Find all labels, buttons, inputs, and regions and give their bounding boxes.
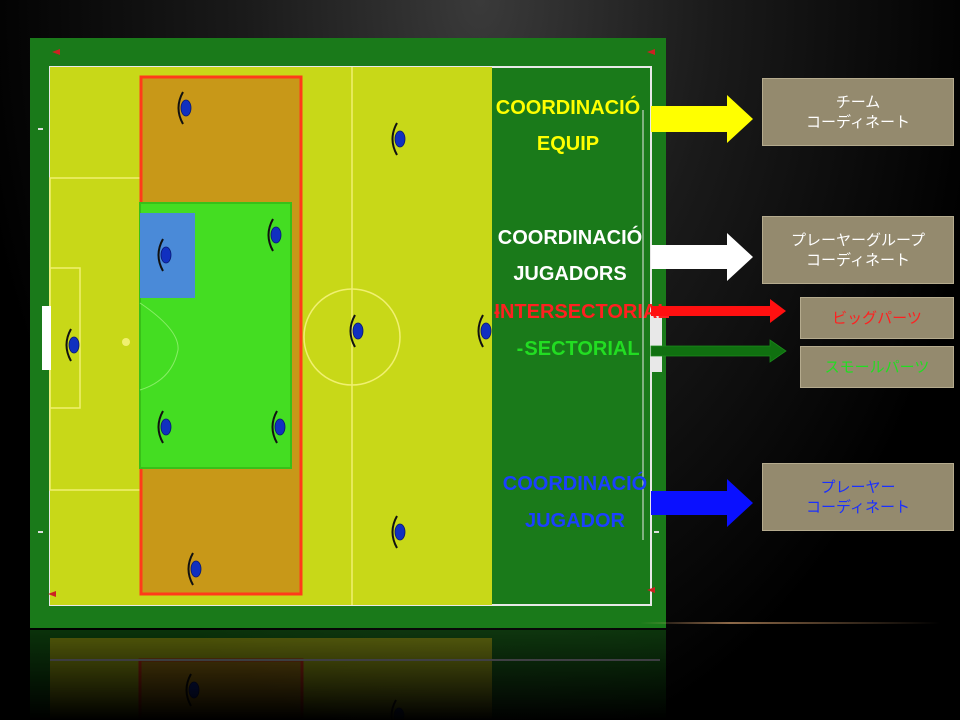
arrow-small-parts (650, 339, 787, 363)
title-intersectorial: INTERSECTORIAL (494, 301, 669, 323)
title-equip-line1: COORDINACIÓ (496, 95, 640, 119)
section-titles: COORDINACIÓ EQUIP COORDINACIÓ JUGADORS -… (494, 95, 670, 532)
title-jugadors-line1: COORDINACIÓ (498, 225, 642, 249)
label-player-group-line1: プレーヤーグループ (790, 231, 926, 249)
label-team: チーム コーディネート (762, 78, 954, 146)
title-sectorial: SECTORIAL (524, 338, 639, 360)
label-team-line2: コーディネート (806, 113, 910, 131)
label-player-line1: プレーヤー (820, 478, 896, 496)
arrow-player-group (651, 233, 753, 281)
arrow-player (651, 479, 753, 527)
arrow-team (651, 95, 753, 143)
label-small-parts: スモールパーツ (800, 346, 954, 388)
dash-intersectorial: - (494, 301, 501, 323)
label-player: プレーヤー コーディネート (762, 463, 954, 531)
label-player-group: プレーヤーグループ コーディネート (762, 216, 954, 284)
title-equip-line2: EQUIP (537, 133, 599, 155)
title-jugadors-line2: JUGADORS (513, 263, 626, 285)
pitch-reflection (30, 630, 666, 720)
corner-flags (48, 49, 655, 597)
label-player-line2: コーディネート (806, 498, 910, 516)
floor-glow (640, 622, 940, 624)
label-player-group-line2: コーディネート (806, 251, 910, 269)
arrow-big-parts (651, 299, 786, 323)
title-jugador-line2: JUGADOR (525, 510, 626, 532)
label-small-parts-line1: スモールパーツ (824, 358, 930, 376)
title-jugador-line1: COORDINACIÓ (503, 471, 647, 495)
label-big-parts: ビッグパーツ (800, 297, 954, 339)
label-big-parts-line1: ビッグパーツ (832, 309, 922, 327)
label-team-line1: チーム (835, 93, 881, 111)
dash-sectorial: - (517, 338, 524, 360)
